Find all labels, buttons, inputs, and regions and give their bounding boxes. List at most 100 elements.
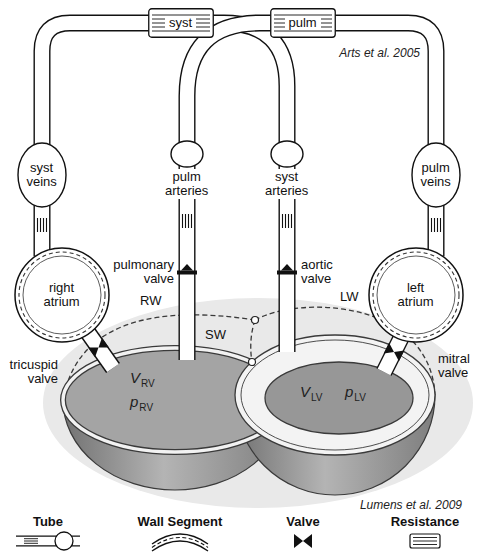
node-label: pulm veins: [421, 161, 451, 189]
tube-resistance-marks: [38, 218, 441, 232]
text-holder: pulm: [285, 16, 321, 30]
hatch-line: [43, 218, 44, 232]
tube-connector: [187, 23, 274, 145]
tube-wall: [187, 23, 274, 145]
hatch-line: [24, 538, 38, 539]
node-label: pulm arteries: [163, 169, 210, 199]
tube-connector: [42, 23, 152, 147]
hatch-line: [288, 214, 289, 228]
legend-resistance-symbol: [410, 534, 440, 548]
label-slot: p: [345, 384, 353, 400]
atrium-chamber: right atrium: [14, 247, 110, 343]
hatch-line: [185, 214, 186, 228]
wall-label: RW: [140, 294, 161, 308]
label-slot: LV: [354, 392, 366, 403]
tube-lumen: [35, 203, 49, 256]
vein-tube: pulm veins: [411, 142, 461, 208]
hatch-line: [437, 218, 438, 232]
node-label: syst arteries: [263, 169, 310, 199]
legend-label: Valve: [286, 515, 319, 529]
wall-segment-dashed: [19, 252, 105, 338]
symbol-subscript: RV: [141, 378, 155, 389]
valve-label: aortic valve: [301, 258, 333, 286]
symbol-subscript: RV: [139, 402, 153, 413]
legend-label: Tube: [33, 515, 63, 529]
valve-leaflet: [391, 347, 404, 362]
hatch-line: [152, 31, 210, 32]
label-slot: mitral valve: [438, 352, 470, 380]
valve-label: pulmonary valve: [113, 258, 174, 286]
hatch-line: [431, 218, 432, 232]
text-holder: pulm arteries: [163, 169, 210, 199]
valve-symbol: [277, 271, 297, 275]
node-label: left atrium: [398, 281, 434, 309]
chamber-wall: [369, 248, 463, 342]
label-slot: Lumens et al. 2009: [360, 498, 462, 512]
citation: Arts et al. 2005: [339, 46, 420, 60]
label-slot: RW: [140, 294, 161, 308]
tube-bulge: [171, 141, 203, 167]
tube-connector: [436, 203, 437, 256]
hatch-line: [37, 218, 38, 232]
hatch-line: [24, 543, 38, 544]
tube-connector: [42, 203, 43, 256]
text-holder: pulm veins: [421, 161, 451, 189]
legend-valve-symbol: [294, 534, 303, 548]
hatch-line: [24, 541, 38, 542]
tube-resistance-marks: [183, 214, 292, 228]
citation: Lumens et al. 2009: [360, 498, 462, 512]
resistance-box: syst: [148, 8, 214, 38]
junction-point: [249, 359, 256, 366]
lv-wall-line: [241, 340, 429, 450]
wall-segment-dashed: [251, 320, 255, 362]
label-slot: Tube: [33, 515, 63, 529]
text-holder: syst veins: [27, 161, 57, 189]
valve-symbol: [181, 264, 193, 271]
volume-symbol: V: [300, 384, 310, 400]
tube-bulge: [18, 143, 66, 207]
artery-tube: pulm arteries: [155, 140, 219, 199]
volume-symbol: V: [130, 370, 140, 386]
label-slot: Arts et al. 2005: [339, 46, 420, 60]
resistance-box: pulm: [270, 8, 336, 38]
tube-lumen: [210, 23, 287, 145]
legend-tube-marks: [24, 539, 38, 544]
artery-tube: syst arteries: [255, 140, 319, 199]
symbol-subscript: LV: [354, 392, 366, 403]
tube-wall: [428, 203, 445, 256]
chamber-wall-inner: [377, 256, 455, 334]
legend-tube-bulge: [55, 532, 73, 550]
tube-wall: [42, 23, 152, 147]
chamber-wall: [15, 248, 109, 342]
tube-wall: [332, 23, 436, 147]
tube-lumen: [187, 23, 274, 145]
label-slot: V: [300, 384, 310, 400]
hatch-line: [188, 214, 189, 228]
pressure-symbol: p: [345, 384, 353, 400]
resistance-outline: [271, 9, 336, 38]
label-slot: RV: [141, 378, 155, 389]
legend-label: Resistance: [391, 515, 460, 529]
label-slot: tricuspid valve: [10, 358, 58, 386]
label-slot: pulmonary valve: [113, 258, 174, 286]
hatch-line: [413, 544, 437, 545]
hatch-line: [182, 214, 183, 228]
pressure-symbol: p: [130, 394, 138, 410]
tube-lumen: [42, 23, 152, 147]
hatch-line: [285, 214, 286, 228]
label-slot: V: [130, 370, 140, 386]
hatch-line: [282, 214, 283, 228]
tube-connector: [332, 23, 436, 147]
vein-tube: syst veins: [17, 142, 67, 208]
hatch-line: [191, 214, 192, 228]
wall-label: SW: [205, 328, 226, 342]
node-label: pulm: [285, 16, 321, 30]
valve-symbol: [177, 271, 197, 275]
valve-symbol: [281, 264, 293, 271]
hatch-line: [274, 31, 332, 32]
label-slot: LV: [311, 392, 323, 403]
lv-wall: [235, 335, 435, 455]
text-holder: syst arteries: [263, 169, 310, 199]
legend-valve-symbol: [303, 534, 312, 548]
valve-label: mitral valve: [438, 352, 470, 380]
